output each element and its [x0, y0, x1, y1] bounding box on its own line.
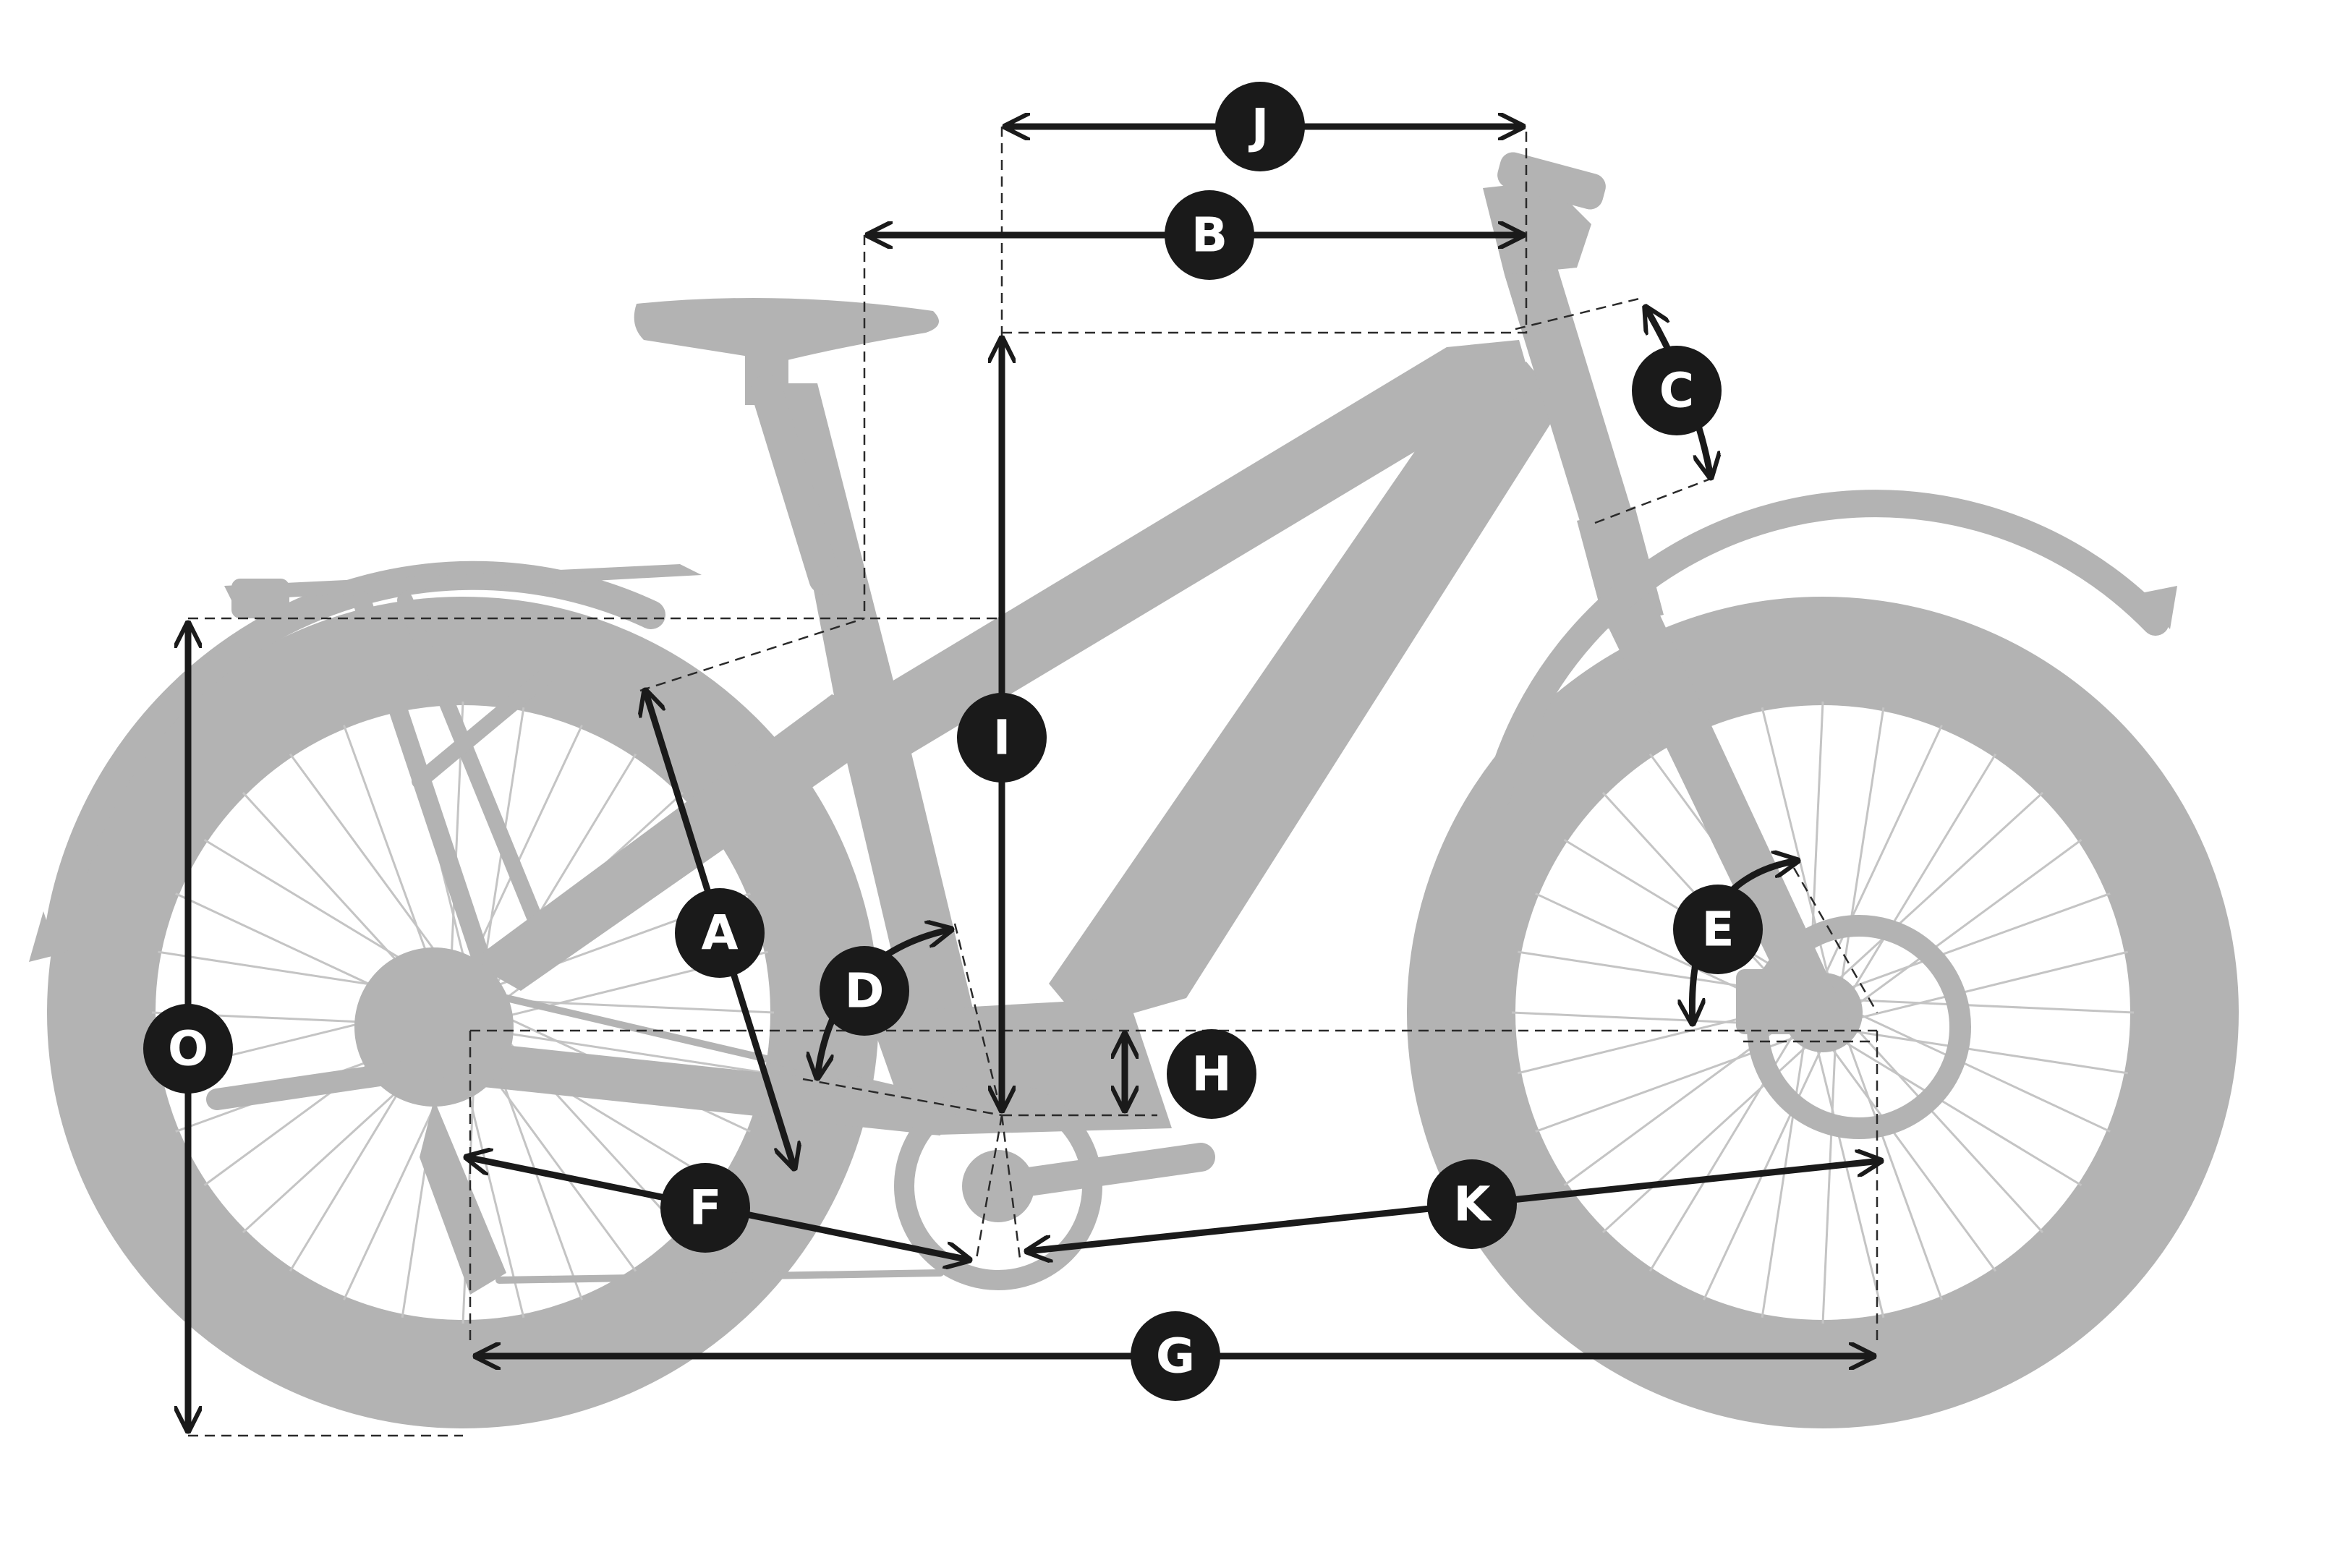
- badge-k: K: [1427, 1159, 1517, 1249]
- badge-j: J: [1215, 82, 1305, 171]
- wheel-spoke: [1849, 892, 2111, 989]
- kickstand: [206, 1052, 474, 1110]
- wheel-spoke: [1821, 1046, 1837, 1324]
- svg-text:K: K: [1453, 1177, 1492, 1232]
- badge-h: H: [1167, 1029, 1256, 1119]
- wheel-spoke: [1851, 753, 1997, 992]
- wheel-spoke: [1843, 1041, 2082, 1187]
- svg-text:J: J: [1248, 99, 1269, 155]
- wheel-spoke: [343, 725, 440, 987]
- wheel-spoke: [1830, 1047, 1997, 1272]
- wheel-spoke: [1856, 999, 2135, 1014]
- wheel-spoke: [1837, 791, 2044, 981]
- wheel-spoke: [1840, 707, 1885, 982]
- badge-f: F: [660, 1163, 750, 1253]
- wheel-spoke: [1858, 950, 2129, 1020]
- svg-text:A: A: [701, 906, 738, 961]
- front-fender: [1484, 490, 2177, 809]
- wheel-spoke: [289, 753, 456, 979]
- dimension-lines: [188, 127, 1881, 1434]
- svg-text:G: G: [1156, 1329, 1195, 1384]
- svg-text:O: O: [168, 1021, 208, 1077]
- saddle: [634, 298, 939, 595]
- wheel-spoke: [1846, 1039, 1943, 1300]
- wheel-spoke: [1855, 1027, 2044, 1234]
- svg-text:D: D: [845, 963, 885, 1019]
- guide-lines: [188, 127, 1879, 1437]
- badge-d: D: [820, 946, 909, 1036]
- wheel-spoke: [463, 725, 583, 977]
- bike-silhouette: [29, 152, 2239, 1428]
- rear-rack: [224, 564, 702, 1000]
- badge-b: B: [1165, 190, 1254, 280]
- svg-text:H: H: [1191, 1047, 1231, 1102]
- badge-a: A: [675, 888, 765, 978]
- letter-badges: J B C I A D E H O F K G: [143, 82, 1763, 1401]
- svg-text:C: C: [1659, 363, 1694, 419]
- svg-text:E: E: [1701, 902, 1734, 958]
- wheel-spoke: [1816, 1048, 1885, 1318]
- svg-text:F: F: [689, 1180, 721, 1236]
- badge-o: O: [143, 1004, 233, 1094]
- badge-c: C: [1632, 346, 1722, 435]
- svg-text:B: B: [1191, 208, 1228, 263]
- wheel-spoke: [1857, 838, 2082, 1005]
- badge-e: E: [1673, 885, 1763, 974]
- badge-g: G: [1131, 1311, 1220, 1401]
- svg-text:I: I: [993, 710, 1011, 766]
- wheel-spoke: [1853, 1030, 2128, 1075]
- fork-and-headset: [1483, 152, 1852, 1041]
- badge-i: I: [957, 693, 1047, 783]
- wheel-spoke: [1858, 1013, 2111, 1133]
